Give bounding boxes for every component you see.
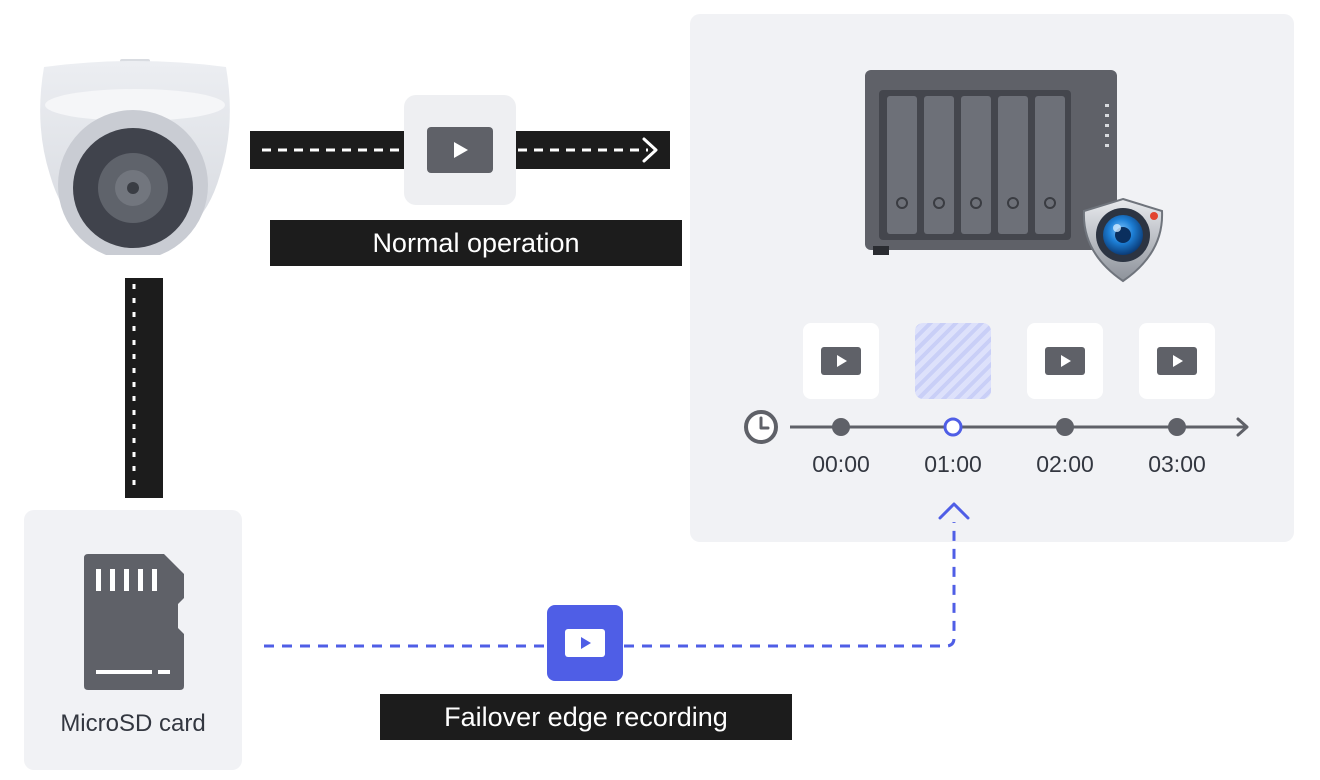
timeline-label-0000: 00:00: [812, 451, 870, 477]
normal-operation-label: Normal operation: [270, 220, 682, 266]
dome-camera-icon: [30, 55, 240, 255]
play-icon: [1157, 347, 1197, 375]
microsd-card-icon: [82, 554, 188, 692]
microsd-panel: MicroSD card: [24, 510, 242, 770]
failover-label: Failover edge recording: [380, 694, 792, 740]
play-icon: [565, 629, 605, 657]
timeline-point-0300: [1168, 418, 1186, 436]
timeline-point-0100: [943, 417, 963, 437]
timeline-label-0200: 02:00: [1036, 451, 1094, 477]
timeline-clip-0200: [1027, 323, 1103, 399]
failover-path: [260, 500, 980, 660]
camera-to-sd-track: [125, 278, 165, 498]
normal-video-clip: [404, 95, 516, 205]
timeline-clip-0100-missing: [915, 323, 991, 399]
play-icon: [1045, 347, 1085, 375]
play-icon: [427, 127, 493, 173]
clock-icon: [744, 410, 778, 444]
timeline-clip-0300: [1139, 323, 1215, 399]
failover-video-clip: [547, 605, 623, 681]
surveillance-station-icon: [1078, 195, 1168, 285]
timeline-clip-0000: [803, 323, 879, 399]
timeline-point-0000: [832, 418, 850, 436]
timeline-axis: [740, 405, 1260, 449]
nas-server-icon: [865, 70, 1121, 256]
timeline-label-0100: 01:00: [924, 451, 982, 477]
play-icon: [821, 347, 861, 375]
microsd-label: MicroSD card: [60, 710, 206, 737]
timeline-point-0200: [1056, 418, 1074, 436]
timeline-label-0300: 03:00: [1148, 451, 1206, 477]
